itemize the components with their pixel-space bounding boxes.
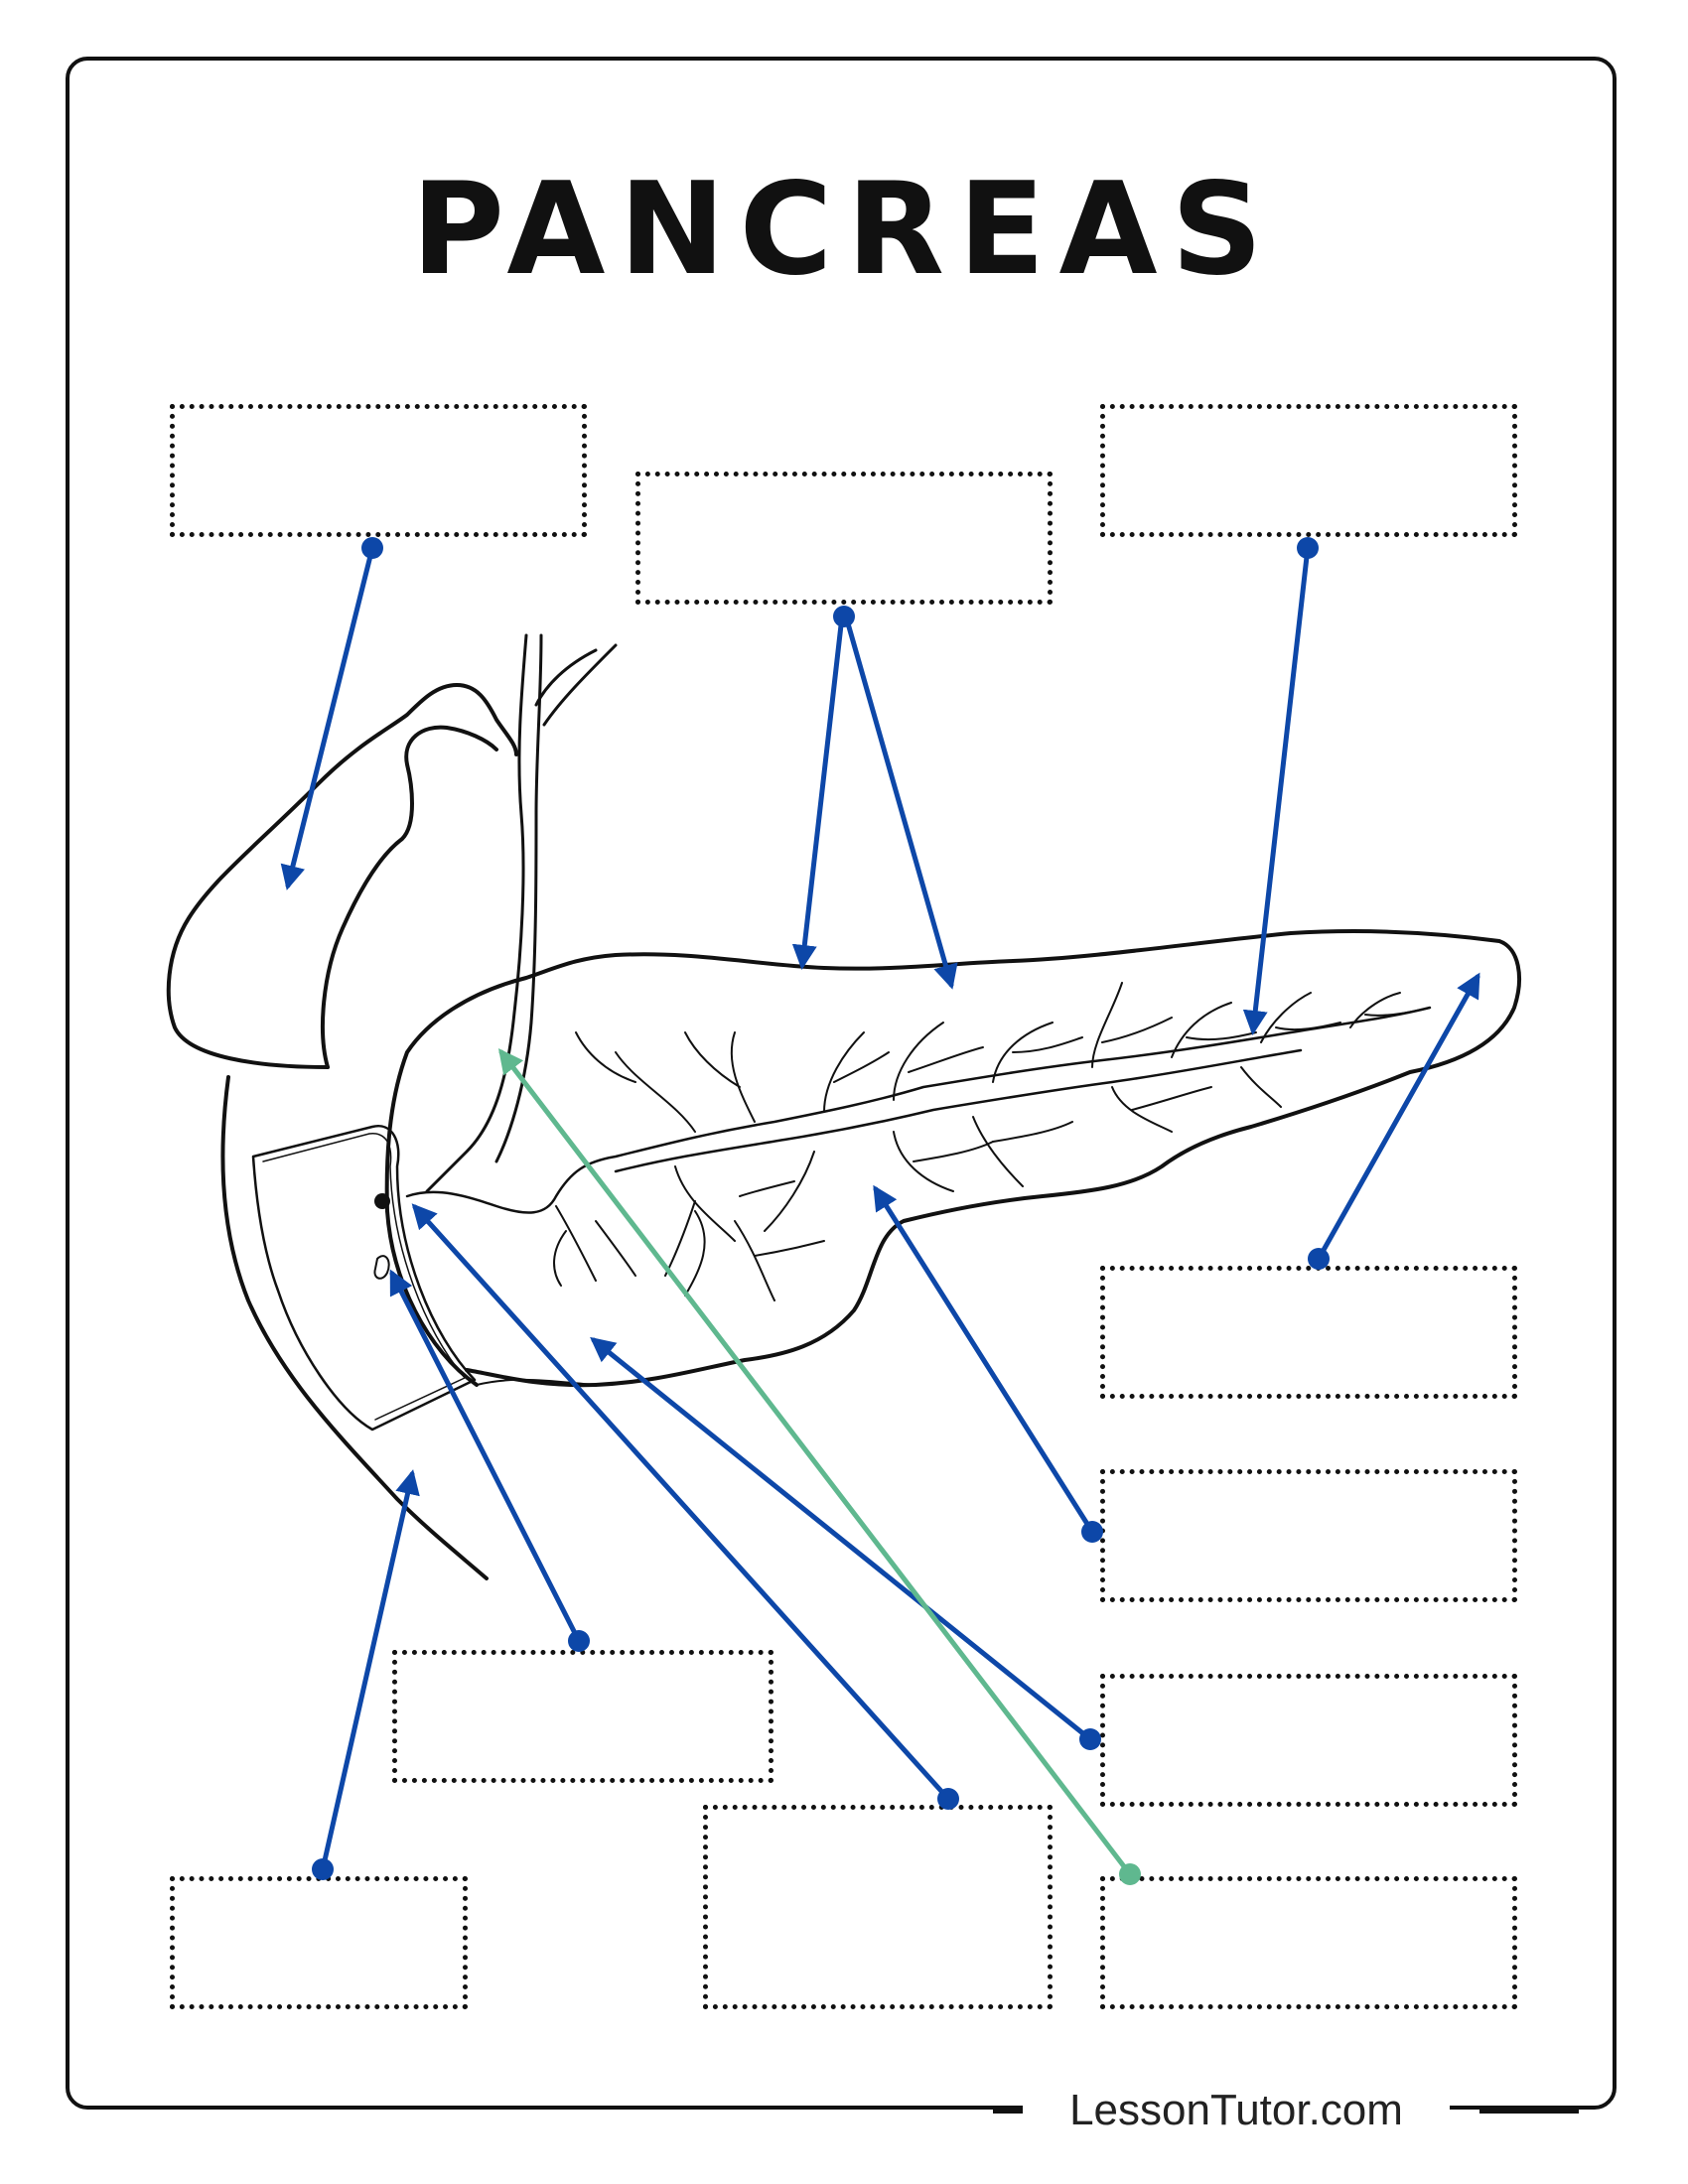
pointer-dot-icon xyxy=(361,537,383,559)
label-box-right-4[interactable] xyxy=(1100,1876,1517,2009)
pointer-dot-icon xyxy=(312,1858,334,1880)
arrow-gallbladder xyxy=(280,545,375,890)
arrow-tail xyxy=(1316,972,1480,1262)
duct-branches xyxy=(553,982,1431,1301)
pointer-dot-icon xyxy=(568,1630,590,1652)
label-box-top-left[interactable] xyxy=(170,404,587,537)
label-box-right-1[interactable] xyxy=(1100,1266,1517,1399)
arrow-duodenum xyxy=(320,1469,420,1872)
pointer-dot-icon xyxy=(1119,1863,1141,1885)
arrow-minor-papilla xyxy=(389,1269,582,1644)
bile-duct xyxy=(425,633,528,1193)
arrow-pancreas-top-1 xyxy=(791,614,845,970)
label-box-top-right[interactable] xyxy=(1100,404,1517,537)
pointer-dots xyxy=(312,537,1330,1880)
pancreatic-duct xyxy=(405,1006,1432,1214)
duodenum-outer xyxy=(220,1075,489,1580)
arrow-head xyxy=(590,1336,1093,1742)
arrow-pancreatic-duct xyxy=(1242,545,1311,1035)
gallbladder-outline xyxy=(166,683,518,1069)
pointer-dot-icon xyxy=(833,606,855,627)
pointer-dot-icon xyxy=(937,1788,959,1810)
arrow-ampulla xyxy=(411,1203,951,1802)
arrow-pancreas-top-2 xyxy=(843,614,958,990)
pointer-dot-icon xyxy=(1297,537,1319,559)
label-box-bottom-middle-left[interactable] xyxy=(392,1650,774,1783)
duodenum-inner xyxy=(251,1124,477,1432)
footer-rule-left xyxy=(993,2110,1033,2114)
footer-site-name[interactable]: LessonTutor.com xyxy=(1023,2083,1450,2138)
label-box-top-center[interactable] xyxy=(635,472,1053,605)
footer-rule-right xyxy=(1479,2110,1579,2114)
label-box-right-2[interactable] xyxy=(1100,1469,1517,1602)
pointer-dot-icon xyxy=(1079,1728,1101,1750)
pancreas-body-outline xyxy=(384,929,1521,1388)
pointer-dot-icon xyxy=(1081,1521,1103,1543)
label-box-right-3[interactable] xyxy=(1100,1674,1517,1807)
label-box-bottom-middle[interactable] xyxy=(703,1805,1053,2009)
arrow-bile-duct xyxy=(497,1048,1133,1877)
gallbladder-inner xyxy=(321,725,498,1069)
page-title: PANCREAS xyxy=(411,156,1277,304)
organ-outline xyxy=(166,633,1521,1580)
arrow-body xyxy=(873,1184,1095,1535)
pointer-dot-icon xyxy=(1308,1248,1330,1270)
pointer-arrows xyxy=(280,545,1480,1872)
ampulla xyxy=(374,1193,390,1209)
